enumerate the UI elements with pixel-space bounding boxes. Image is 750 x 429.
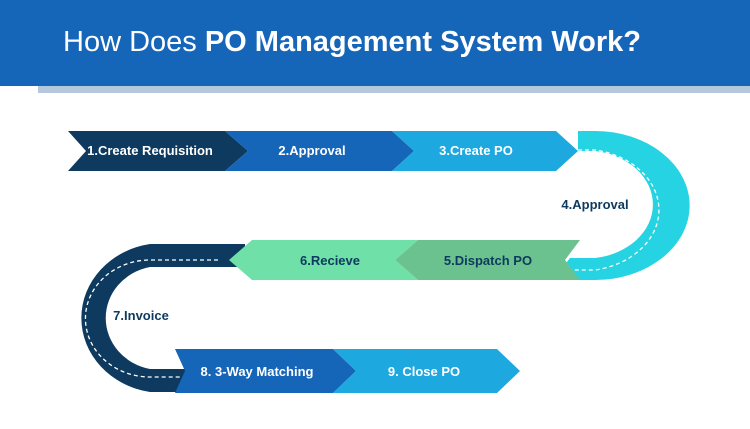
step-4-curve <box>553 131 690 280</box>
step-3-label: 3.Create PO <box>439 143 513 158</box>
step-9-label: 9. Close PO <box>388 364 460 379</box>
step-2-arrow <box>225 131 414 171</box>
header-underline <box>38 86 750 93</box>
step-7-curve <box>81 244 246 392</box>
step-5-label: 5.Dispatch PO <box>444 253 532 268</box>
step-3-arrow <box>392 131 578 171</box>
step-6-label: 6.Recieve <box>300 253 360 268</box>
step-8-label: 8. 3-Way Matching <box>201 364 314 379</box>
step-1-label: 1.Create Requisition <box>87 143 213 158</box>
header-bar <box>0 0 750 86</box>
title-bold: PO Management System Work? <box>204 26 642 58</box>
step-7-label: 7.Invoice <box>113 308 169 323</box>
step-5-arrow <box>395 240 580 280</box>
step-8-arrow <box>175 349 356 393</box>
page-title: How Does PO Management System Work? <box>63 22 641 62</box>
step-6-arrow <box>229 240 418 280</box>
title-prefix: How Does <box>63 26 205 58</box>
step-1-arrow <box>68 131 248 171</box>
step-4-label: 4.Approval <box>561 197 628 212</box>
step-4-curve-dash <box>560 149 660 271</box>
step-2-label: 2.Approval <box>278 143 345 158</box>
step-9-arrow <box>333 349 520 393</box>
step-7-curve-dash <box>84 259 218 378</box>
